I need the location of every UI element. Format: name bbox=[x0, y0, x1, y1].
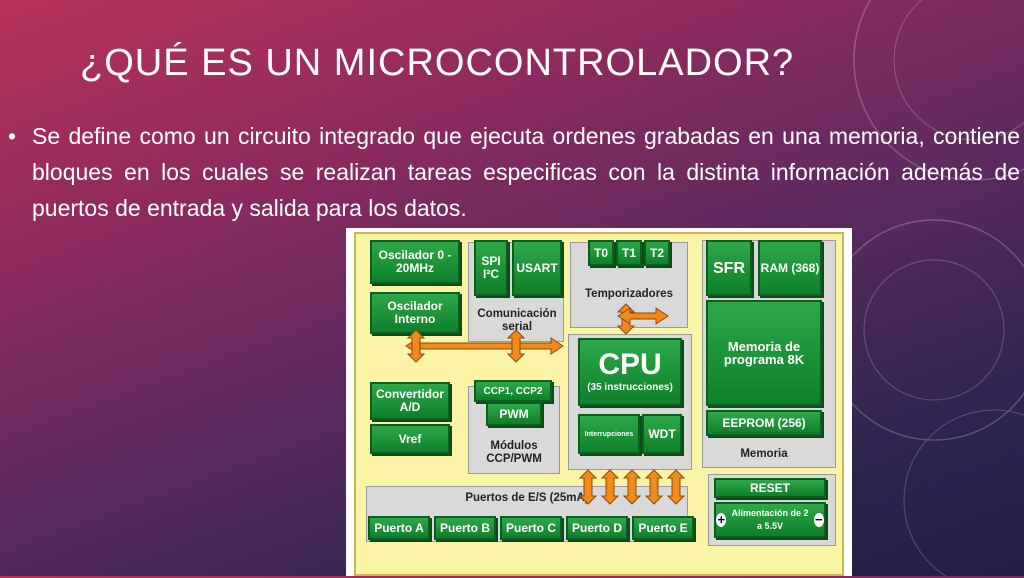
usart-chip: USART bbox=[512, 240, 562, 296]
memoria-programa-chip: Memoria de programa 8K bbox=[706, 300, 822, 406]
cpu-instructions-label: (35 instrucciones) bbox=[587, 382, 673, 393]
t1-chip: T1 bbox=[616, 240, 642, 266]
oscilador-interno-chip: Oscilador Interno bbox=[370, 292, 460, 334]
pwm-chip: PWM bbox=[486, 402, 542, 426]
bullet-text: Se define como un circuito integrado que… bbox=[32, 123, 1020, 221]
oscilador-chip: Oscilador 0 - 20MHz bbox=[370, 240, 460, 284]
alimentacion-label: Alimentación de 2 a 5.5V bbox=[731, 508, 809, 531]
reset-chip: RESET bbox=[714, 478, 826, 498]
cpu-port-arrow-4 bbox=[644, 469, 664, 505]
modulos-label: Módulos CCP/PWM bbox=[486, 440, 542, 465]
cpu-chip: CPU (35 instrucciones) bbox=[578, 338, 682, 406]
slide-title: ¿QUÉ ES UN MICROCONTROLADOR? bbox=[80, 42, 795, 84]
t2-chip: T2 bbox=[644, 240, 670, 266]
comms-bus-arrow bbox=[506, 329, 526, 363]
eeprom-chip: EEPROM (256) bbox=[706, 410, 822, 436]
alimentacion-chip: + Alimentación de 2 a 5.5V − bbox=[714, 502, 826, 538]
cpu-port-arrow-5 bbox=[666, 469, 686, 505]
vref-chip: Vref bbox=[370, 424, 450, 454]
bullet-paragraph: • Se define como un circuito integrado q… bbox=[8, 118, 1020, 226]
cpu-port-arrow-2 bbox=[600, 469, 620, 505]
comunicacion-label: Comunicación serial bbox=[477, 308, 557, 333]
horizontal-bus-arrow bbox=[405, 337, 564, 355]
memoria-label: Memoria bbox=[740, 448, 788, 460]
cpu-port-arrow-1 bbox=[578, 469, 598, 505]
minus-icon: − bbox=[813, 512, 824, 527]
oscillator-bus-arrow bbox=[406, 329, 426, 363]
puerto-a-chip: Puerto A bbox=[368, 516, 430, 540]
diagram-board: Oscilador 0 - 20MHz Oscilador Interno SP… bbox=[354, 232, 844, 576]
convertidor-chip: Convertidor A/D bbox=[370, 382, 450, 420]
puertos-label: Puertos de E/S (25mA) bbox=[465, 492, 589, 504]
t0-chip: T0 bbox=[588, 240, 614, 266]
cpu-port-arrow-3 bbox=[622, 469, 642, 505]
timers-side-arrow bbox=[617, 307, 669, 325]
cpu-label: CPU bbox=[598, 348, 662, 381]
wdt-chip: WDT bbox=[642, 414, 682, 454]
ram-chip: RAM (368) bbox=[758, 240, 822, 296]
puerto-b-chip: Puerto B bbox=[434, 516, 496, 540]
microcontroller-diagram: Oscilador 0 - 20MHz Oscilador Interno SP… bbox=[346, 228, 852, 576]
puerto-e-chip: Puerto E bbox=[632, 516, 694, 540]
puerto-d-chip: Puerto D bbox=[566, 516, 628, 540]
sfr-chip: SFR bbox=[706, 240, 752, 296]
puerto-c-chip: Puerto C bbox=[500, 516, 562, 540]
bullet-marker: • bbox=[8, 123, 17, 149]
spi-chip: SPI I²C bbox=[474, 240, 508, 296]
plus-icon: + bbox=[716, 512, 727, 527]
ccp-chip: CCP1, CCP2 bbox=[474, 380, 552, 402]
interrupciones-chip: Interrupciones bbox=[578, 414, 640, 454]
temporizadores-label: Temporizadores bbox=[585, 288, 673, 300]
connection-arrows bbox=[405, 303, 686, 505]
